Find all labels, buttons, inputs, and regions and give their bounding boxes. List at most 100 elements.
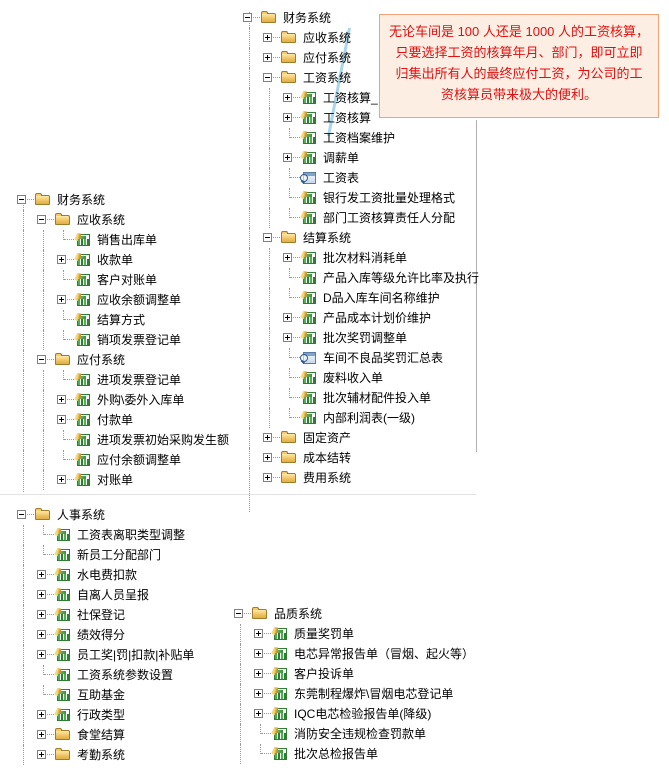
tree-node[interactable]: 质量奖罚单 — [231, 624, 474, 644]
tree-node[interactable]: 进项发票初始采购发生额 — [14, 430, 229, 450]
tree-node[interactable]: IQC电芯检验报告单(降级) — [231, 704, 474, 724]
tree-node[interactable]: 应收系统 — [14, 210, 229, 230]
tree-node[interactable]: 批次材料消耗单 — [240, 248, 479, 268]
plus-icon[interactable] — [263, 433, 272, 442]
expand-toggle[interactable] — [251, 704, 271, 724]
tree-node[interactable]: 财务系统 — [14, 190, 229, 210]
tree-node[interactable]: 应付系统 — [240, 48, 479, 68]
tree-node[interactable]: 应收余额调整单 — [14, 290, 229, 310]
tree-node[interactable]: 银行发工资批量处理格式 — [240, 188, 479, 208]
expand-toggle[interactable] — [280, 248, 300, 268]
plus-icon[interactable] — [263, 473, 272, 482]
expand-toggle[interactable] — [280, 308, 300, 328]
tree-node[interactable]: 销售出库单 — [14, 230, 229, 250]
plus-icon[interactable] — [57, 255, 66, 264]
plus-icon[interactable] — [254, 669, 263, 678]
plus-icon[interactable] — [57, 295, 66, 304]
minus-icon[interactable] — [37, 215, 46, 224]
tree-node[interactable]: 人事系统 — [14, 505, 194, 525]
tree-node[interactable]: 电芯异常报告单（冒烟、起火等） — [231, 644, 474, 664]
collapse-toggle[interactable] — [231, 604, 251, 624]
tree-node[interactable]: 互助基金 — [14, 685, 194, 705]
plus-icon[interactable] — [283, 333, 292, 342]
plus-icon[interactable] — [254, 689, 263, 698]
expand-toggle[interactable] — [260, 468, 280, 488]
expand-toggle[interactable] — [34, 645, 54, 665]
tree-node[interactable]: 应收系统 — [240, 28, 479, 48]
expand-toggle[interactable] — [34, 625, 54, 645]
plus-icon[interactable] — [37, 630, 46, 639]
plus-icon[interactable] — [254, 649, 263, 658]
plus-icon[interactable] — [283, 93, 292, 102]
expand-toggle[interactable] — [251, 684, 271, 704]
expand-toggle[interactable] — [280, 108, 300, 128]
plus-icon[interactable] — [283, 113, 292, 122]
expand-toggle[interactable] — [251, 664, 271, 684]
expand-toggle[interactable] — [260, 428, 280, 448]
expand-toggle[interactable] — [251, 624, 271, 644]
plus-icon[interactable] — [57, 415, 66, 424]
plus-icon[interactable] — [283, 153, 292, 162]
tree-node[interactable]: 固定资产 — [240, 428, 479, 448]
expand-toggle[interactable] — [280, 148, 300, 168]
minus-icon[interactable] — [37, 355, 46, 364]
tree-node[interactable]: 费用系统 — [240, 468, 479, 488]
expand-toggle[interactable] — [260, 28, 280, 48]
expand-toggle[interactable] — [34, 605, 54, 625]
expand-toggle[interactable] — [34, 565, 54, 585]
plus-icon[interactable] — [263, 53, 272, 62]
tree-node[interactable]: 批次总检报告单 — [231, 744, 474, 764]
tree-node[interactable]: 车间不良品奖罚汇总表 — [240, 348, 479, 368]
expand-toggle[interactable] — [54, 290, 74, 310]
tree-node[interactable]: 工资档案维护 — [240, 128, 479, 148]
expand-toggle[interactable] — [34, 705, 54, 725]
expand-toggle[interactable] — [34, 725, 54, 745]
tree-node[interactable]: 内部利润表(一级) — [240, 408, 479, 428]
expand-toggle[interactable] — [54, 410, 74, 430]
expand-toggle[interactable] — [260, 48, 280, 68]
tree-node[interactable]: 工资表离职类型调整 — [14, 525, 194, 545]
minus-icon[interactable] — [263, 73, 272, 82]
tree-node[interactable]: 应付余额调整单 — [14, 450, 229, 470]
tree-node[interactable]: 应付系统 — [14, 350, 229, 370]
collapse-toggle[interactable] — [14, 505, 34, 525]
tree-bottom-quality[interactable]: 品质系统质量奖罚单电芯异常报告单（冒烟、起火等）客户投诉单东莞制程爆炸\冒烟电芯… — [231, 604, 474, 764]
expand-toggle[interactable] — [54, 390, 74, 410]
tree-node[interactable]: D品入库车间名称维护 — [240, 288, 479, 308]
tree-node[interactable]: 工资核算 — [240, 108, 479, 128]
tree-node[interactable]: 外购\委外入库单 — [14, 390, 229, 410]
plus-icon[interactable] — [263, 33, 272, 42]
minus-icon[interactable] — [263, 233, 272, 242]
tree-node[interactable]: 部门工资核算责任人分配 — [240, 208, 479, 228]
tree-node[interactable]: 工资系统参数设置 — [14, 665, 194, 685]
tree-left-finance[interactable]: 财务系统应收系统销售出库单收款单客户对账单应收余额调整单结算方式销项发票登记单应… — [14, 190, 229, 490]
tree-node[interactable]: 考勤系统 — [14, 745, 194, 765]
tree-node[interactable]: 新员工分配部门 — [14, 545, 194, 565]
plus-icon[interactable] — [254, 709, 263, 718]
tree-node[interactable]: 收款单 — [14, 250, 229, 270]
collapse-toggle[interactable] — [260, 228, 280, 248]
tree-node[interactable]: 批次奖罚调整单 — [240, 328, 479, 348]
expand-toggle[interactable] — [251, 644, 271, 664]
tree-center-finance[interactable]: 财务系统应收系统应付系统工资系统工资核算_工资核算工资档案维护调薪单工资表银行发… — [240, 8, 479, 488]
tree-node[interactable]: 成本结转 — [240, 448, 479, 468]
plus-icon[interactable] — [57, 395, 66, 404]
plus-icon[interactable] — [263, 453, 272, 462]
plus-icon[interactable] — [37, 570, 46, 579]
minus-icon[interactable] — [234, 609, 243, 618]
plus-icon[interactable] — [37, 730, 46, 739]
plus-icon[interactable] — [254, 629, 263, 638]
expand-toggle[interactable] — [54, 250, 74, 270]
tree-node[interactable]: 产品成本计划价维护 — [240, 308, 479, 328]
collapse-toggle[interactable] — [34, 350, 54, 370]
expand-toggle[interactable] — [54, 470, 74, 490]
collapse-toggle[interactable] — [260, 68, 280, 88]
plus-icon[interactable] — [37, 590, 46, 599]
tree-node[interactable]: 食堂结算 — [14, 725, 194, 745]
minus-icon[interactable] — [17, 510, 26, 519]
tree-node[interactable]: 结算系统 — [240, 228, 479, 248]
tree-node[interactable]: 结算方式 — [14, 310, 229, 330]
expand-toggle[interactable] — [280, 88, 300, 108]
tree-node[interactable]: 工资系统 — [240, 68, 479, 88]
plus-icon[interactable] — [37, 610, 46, 619]
